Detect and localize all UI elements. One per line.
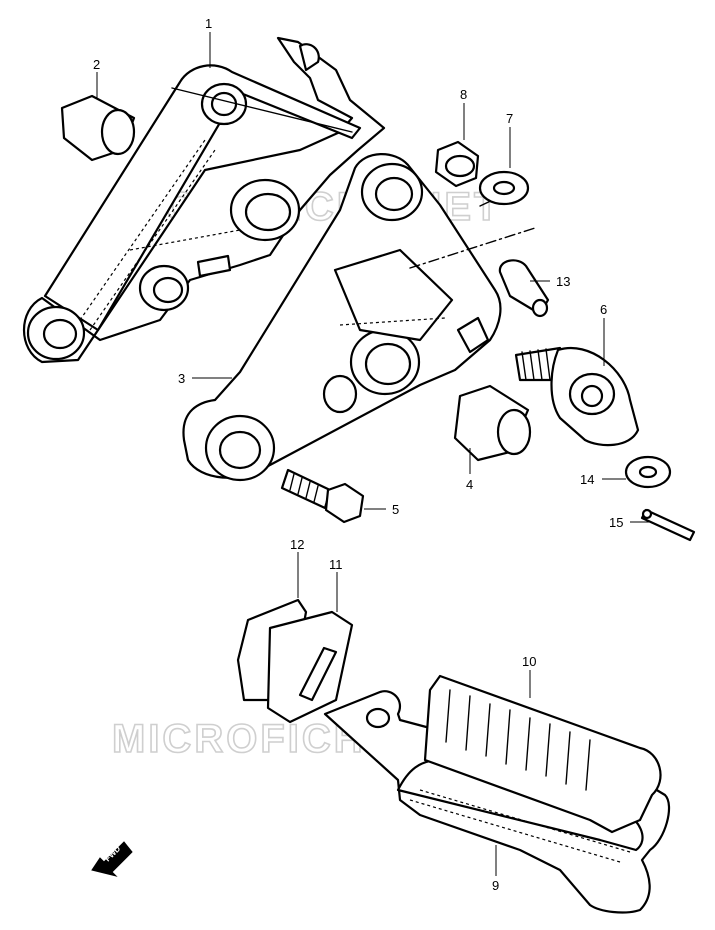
part-14-washer <box>624 455 672 489</box>
part-9-footrest <box>323 690 670 914</box>
callout-14: 14 <box>580 472 594 487</box>
callout-15: 15 <box>609 515 623 530</box>
callout-8: 8 <box>460 87 467 102</box>
part-15-cotter-pin <box>640 508 696 542</box>
callout-1: 1 <box>205 16 212 31</box>
callout-6: 6 <box>600 302 607 317</box>
part-13-pin <box>498 259 550 318</box>
part-10-rubber <box>423 674 662 834</box>
part-3-main-bracket <box>182 153 502 482</box>
callout-9: 9 <box>492 878 499 893</box>
callout-3: 3 <box>178 371 185 386</box>
callout-2: 2 <box>93 57 100 72</box>
part-6-pivot <box>514 346 640 447</box>
leader-lines <box>96 32 650 876</box>
part-7-washer <box>478 170 530 206</box>
part-1-bracket <box>22 36 386 364</box>
callout-5: 5 <box>392 502 399 517</box>
callout-12: 12 <box>290 537 304 552</box>
part-2-collar <box>60 94 136 162</box>
part-11-damper <box>266 610 354 724</box>
part-8-nut <box>434 140 480 188</box>
callout-4: 4 <box>466 477 473 492</box>
callout-10: 10 <box>522 654 536 669</box>
fwd-arrow-icon: FWD <box>91 841 133 877</box>
callout-13: 13 <box>556 274 570 289</box>
callout-7: 7 <box>506 111 513 126</box>
part-5-bolt <box>280 468 365 524</box>
part-4-spacer <box>453 384 532 462</box>
callout-11: 11 <box>329 557 343 572</box>
